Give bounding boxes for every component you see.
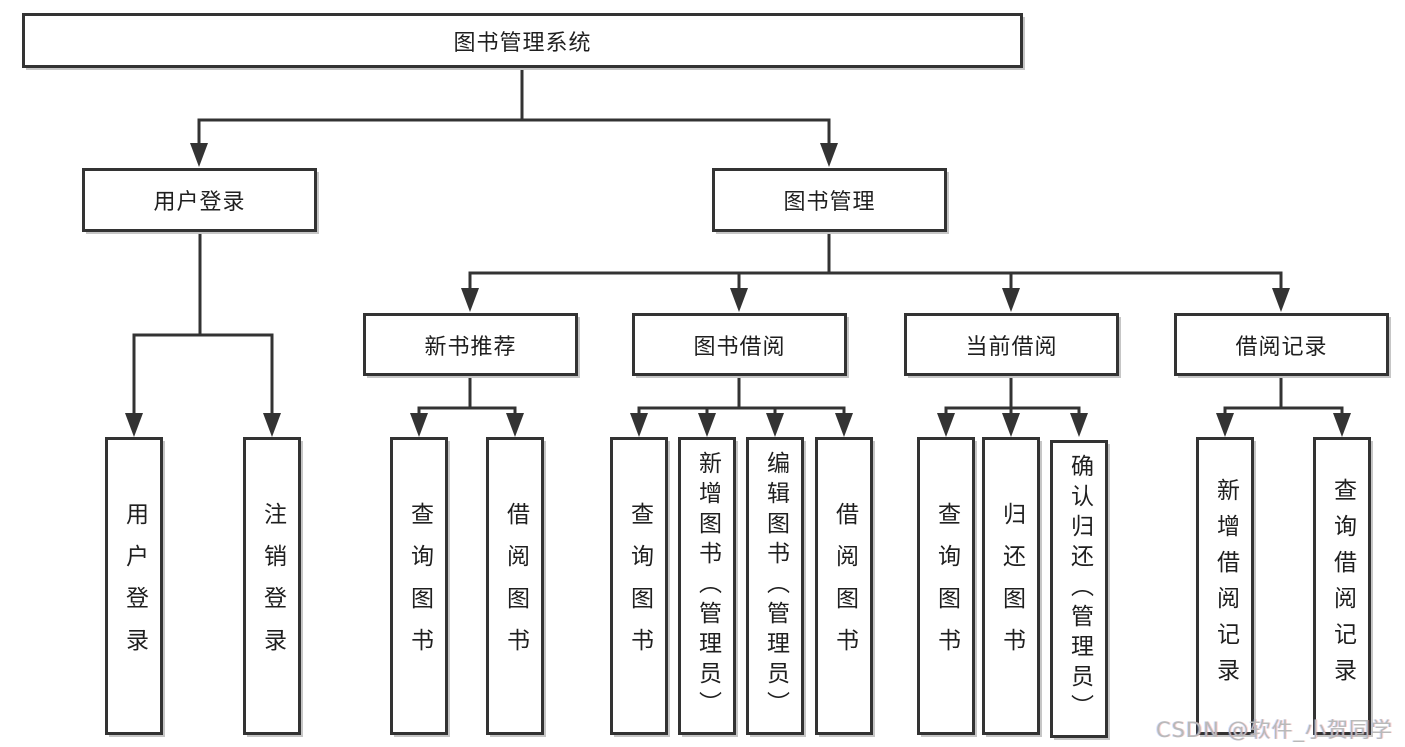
node-user-login-label: 用户登录 (153, 190, 246, 215)
node-current-borrow-label: 当前借阅 (965, 334, 1058, 360)
csdn-watermark: CSDN @软件_小贺同学 (1155, 718, 1393, 742)
leaf-borrow-query-book: 查询图书 (610, 437, 668, 735)
leaf-add-book-admin-label: 新增图书（管理员） (694, 451, 721, 721)
leaf-confirm-return-admin: 确认归还（管理员） (1050, 440, 1108, 738)
node-borrow-records: 借阅记录 (1174, 313, 1389, 376)
node-borrow-records-label: 借阅记录 (1235, 334, 1328, 360)
leaf-edit-book-admin: 编辑图书（管理员） (746, 437, 804, 735)
leaf-recommend-borrow-book: 借阅图书 (486, 437, 544, 735)
leaf-logout-label: 注销登录 (259, 502, 286, 670)
node-book-borrow-label: 图书借阅 (693, 334, 786, 360)
leaf-current-query-book: 查询图书 (917, 437, 975, 735)
leaf-recommend-borrow-book-label: 借阅图书 (502, 502, 529, 670)
node-new-book-recommend-label: 新书推荐 (424, 334, 517, 360)
leaf-query-borrow-record-label: 查询借阅记录 (1329, 478, 1356, 694)
leaf-add-book-admin: 新增图书（管理员） (678, 437, 736, 735)
node-book-borrow: 图书借阅 (632, 313, 847, 376)
leaf-return-book-label: 归还图书 (998, 502, 1025, 670)
leaf-borrow-query-book-label: 查询图书 (626, 502, 653, 670)
leaf-confirm-return-admin-label: 确认归还（管理员） (1066, 454, 1093, 724)
node-current-borrow: 当前借阅 (904, 313, 1119, 376)
node-book-management-label: 图书管理 (783, 190, 876, 215)
leaf-borrow-book-label: 借阅图书 (831, 502, 858, 670)
leaf-add-borrow-record-label: 新增借阅记录 (1212, 478, 1239, 694)
node-user-login: 用户登录 (82, 168, 317, 232)
leaf-edit-book-admin-label: 编辑图书（管理员） (762, 451, 789, 721)
leaf-recommend-query-book-label: 查询图书 (406, 502, 433, 670)
leaf-add-borrow-record: 新增借阅记录 (1196, 437, 1254, 735)
node-root-library-system: 图书管理系统 (22, 13, 1023, 68)
leaf-borrow-book: 借阅图书 (815, 437, 873, 735)
leaf-current-query-book-label: 查询图书 (933, 502, 960, 670)
node-book-management: 图书管理 (712, 168, 947, 232)
leaf-logout: 注销登录 (243, 437, 301, 735)
leaf-recommend-query-book: 查询图书 (390, 437, 448, 735)
leaf-user-login: 用户登录 (105, 437, 163, 735)
node-new-book-recommend: 新书推荐 (363, 313, 578, 376)
node-root-label: 图书管理系统 (453, 30, 592, 56)
leaf-return-book: 归还图书 (982, 437, 1040, 735)
leaf-query-borrow-record: 查询借阅记录 (1313, 437, 1371, 735)
leaf-user-login-label: 用户登录 (121, 502, 148, 670)
